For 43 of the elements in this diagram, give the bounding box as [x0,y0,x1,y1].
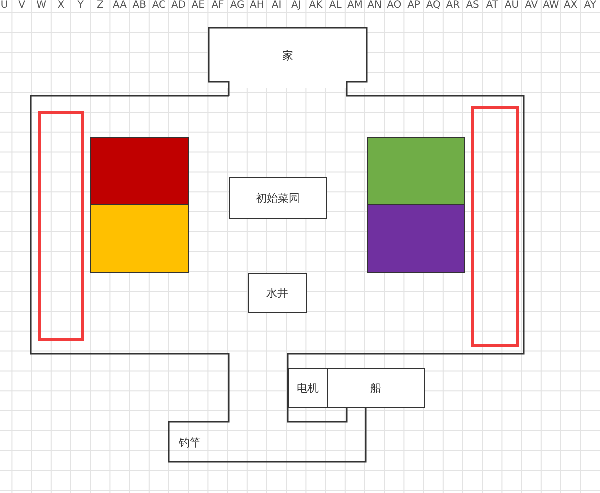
filled-block [90,137,189,205]
column-header: AH [250,0,264,12]
column-header: AY [584,0,596,12]
column-header: AS [466,0,480,12]
column-header: AB [132,0,146,12]
text-box: 船 [327,368,425,408]
column-header: AC [152,0,166,12]
highlight-frame [38,111,84,341]
text-box: 初始菜园 [229,177,327,219]
filled-block [367,204,465,273]
room-label: 钓竿 [179,436,201,450]
column-header: AN [368,0,382,12]
filled-block [90,204,189,273]
column-header: AM [347,0,363,12]
column-header: AT [486,0,498,12]
text-box: 电机 [288,368,328,408]
column-header: AK [309,0,323,12]
column-header: X [58,0,65,12]
column-header: AA [113,0,127,12]
text-box: 水井 [248,273,307,313]
column-header: AI [272,0,282,12]
room-label: 家 [282,50,294,62]
column-header: AG [230,0,245,12]
column-header: AP [408,0,420,12]
column-header: AD [172,0,186,12]
column-header: AJ [292,0,302,12]
column-header: AF [212,0,224,12]
filled-block [367,137,465,205]
column-header: AW [543,0,560,12]
column-header: AE [192,0,205,12]
highlight-frame [471,106,519,347]
column-header: Y [78,0,84,12]
column-header: AL [329,0,342,12]
column-header: AQ [426,0,441,12]
column-header: U [0,0,8,12]
column-header: AR [446,0,460,12]
column-header: W [36,0,47,12]
column-header: AO [387,0,402,12]
column-header: AX [564,0,578,12]
column-header: AV [525,0,538,12]
column-header: V [18,0,26,12]
column-header: AU [504,0,520,12]
column-header: Z [96,0,104,12]
